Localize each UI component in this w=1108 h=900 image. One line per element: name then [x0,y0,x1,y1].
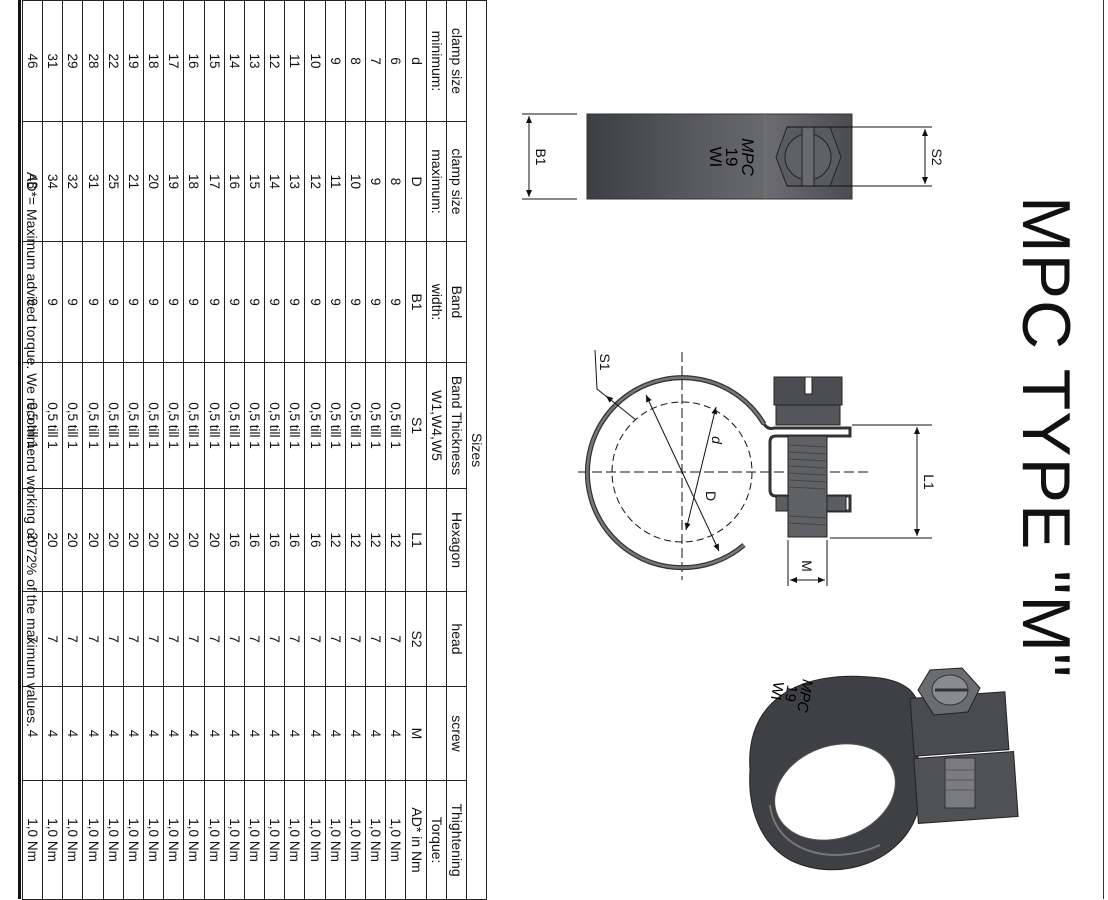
label-s1: S1 [597,353,613,370]
top-view-drawing: S2 B1 MPC 19 WI [522,113,945,200]
band-mark-3d-size: 19 [781,684,801,703]
label-l1: L1 [921,474,937,490]
band-mark-size: 19 [722,148,741,167]
label-d: d [709,436,725,445]
band-mark-3d-mpc: MPC [793,678,816,714]
label-m: M [799,560,815,572]
label-D: D [703,491,719,501]
band-mark-wi: WI [706,147,725,168]
label-b1: B1 [533,148,549,165]
clamp-3d-view: MPC 19 WI [749,667,1019,871]
label-s2: S2 [929,148,945,165]
band-mark-mpc: MPC [738,138,757,177]
band-mark-3d-wi: WI [767,680,787,701]
cross-section-drawing: L1 M d D S1 [578,349,937,586]
